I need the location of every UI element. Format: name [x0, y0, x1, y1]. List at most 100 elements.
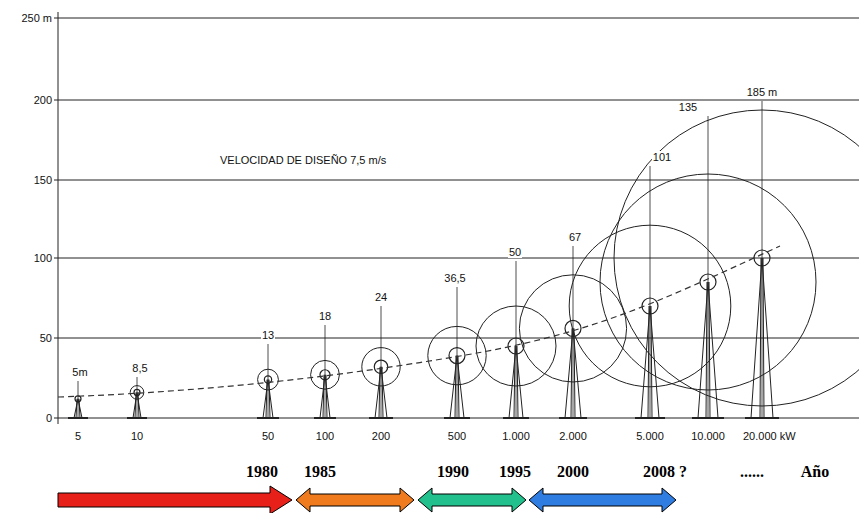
axis-value: 250 m [21, 12, 52, 24]
power-value: 5 [75, 430, 81, 442]
rotor-diameter: 50 [508, 246, 522, 258]
tower-leg [135, 392, 136, 418]
power-value: 2.000 [559, 430, 587, 442]
tower-leg [514, 346, 515, 418]
year-label: 1980 [246, 463, 278, 481]
tower-leg [263, 380, 268, 418]
blue-period-arrow [529, 488, 676, 512]
red-period-arrow [58, 486, 292, 513]
diameter-leader [516, 261, 517, 418]
rotor-diameter: 36,5 [443, 272, 466, 284]
tower-leg [648, 306, 649, 418]
tower-leg [382, 367, 383, 418]
rotor-diameter: 8,5 [131, 362, 148, 374]
rotor-diameter: 24 [374, 291, 388, 303]
tower-leg [138, 392, 139, 418]
year-axis-title: Año [801, 463, 829, 481]
power-value: 20.000 kW [743, 430, 796, 442]
wind-turbine [68, 381, 88, 418]
turbine-group [68, 101, 859, 418]
axis-ticks [54, 18, 58, 418]
tower-leg [457, 356, 464, 418]
wind-turbine [311, 325, 340, 418]
tower-leg [516, 346, 523, 418]
power-value: 10.000 [691, 430, 725, 442]
rotor-circle [614, 110, 859, 406]
wind-turbine [614, 101, 859, 418]
tower-leg [650, 306, 659, 418]
power-value: 50 [262, 430, 274, 442]
diameter-leader [762, 101, 763, 418]
tower-leg [458, 356, 459, 418]
tower-leg [517, 346, 518, 418]
year-label: 2000 [557, 463, 589, 481]
tower-leg [706, 282, 707, 418]
diameter-leader [457, 287, 458, 418]
tower-leg [269, 380, 270, 418]
tower-leg [698, 282, 708, 418]
tower-leg [320, 375, 325, 418]
wind-turbine [600, 116, 816, 418]
wind-turbine [127, 377, 147, 418]
design-speed-note: VELOCIDAD DE DISEÑO 7,5 m/s [220, 154, 386, 166]
diameter-leader [381, 306, 382, 418]
tower-leg [651, 306, 652, 418]
power-value: 5.000 [636, 430, 664, 442]
grid-lines [58, 12, 859, 424]
tower-leg [375, 367, 381, 418]
tower-leg [455, 356, 456, 418]
axis-value: 50 [40, 332, 52, 344]
tower-leg [760, 258, 761, 418]
axis-value: 0 [46, 412, 52, 424]
power-value: 500 [448, 430, 466, 442]
tower-leg [565, 328, 573, 418]
tower-leg [266, 380, 267, 418]
tower-leg [509, 346, 516, 418]
diameter-leader [325, 325, 326, 418]
rotor-diameter: 13 [261, 329, 275, 341]
diameter-leader [78, 381, 79, 418]
period-arrows [58, 486, 676, 513]
wind-turbine [569, 166, 731, 418]
rotor-diameter: 5m [71, 366, 88, 378]
year-label: 2008 ? [643, 463, 687, 481]
year-label: 1990 [437, 463, 469, 481]
tower-leg [133, 392, 137, 418]
power-value: 100 [316, 430, 334, 442]
tower-leg [323, 375, 324, 418]
year-label: 1985 [304, 463, 336, 481]
rotor-diameter: 135 [678, 101, 698, 113]
tower-leg [326, 375, 327, 418]
tower-leg [379, 367, 380, 418]
tower-leg [751, 258, 762, 418]
rotor-diameter: 101 [652, 151, 672, 163]
wind-turbine [476, 261, 556, 418]
diameter-leader [708, 116, 709, 418]
year-label: ...... [740, 463, 764, 481]
diameter-leader [137, 377, 138, 418]
tower-leg [573, 328, 581, 418]
green-period-arrow [418, 488, 526, 512]
tower-leg [137, 392, 141, 418]
tower-leg [709, 282, 710, 418]
axis-value: 150 [34, 174, 52, 186]
wind-turbine [362, 306, 400, 418]
rotor-diameter: 67 [568, 231, 582, 243]
diameter-leader [650, 166, 651, 418]
rotor-diameter: 18 [318, 310, 332, 322]
tower-leg [762, 258, 773, 418]
growth-curve [58, 246, 780, 397]
tower-leg [571, 328, 572, 418]
power-value: 10 [131, 430, 143, 442]
axis-value: 200 [34, 94, 52, 106]
power-value: 200 [372, 430, 390, 442]
tower-leg [325, 375, 330, 418]
tower-leg [381, 367, 387, 418]
rotor-diameter: 185 m [746, 86, 779, 98]
year-label: 1995 [499, 463, 531, 481]
axis-value: 100 [34, 252, 52, 264]
wind-turbine [257, 344, 279, 418]
orange-period-arrow [296, 488, 414, 512]
